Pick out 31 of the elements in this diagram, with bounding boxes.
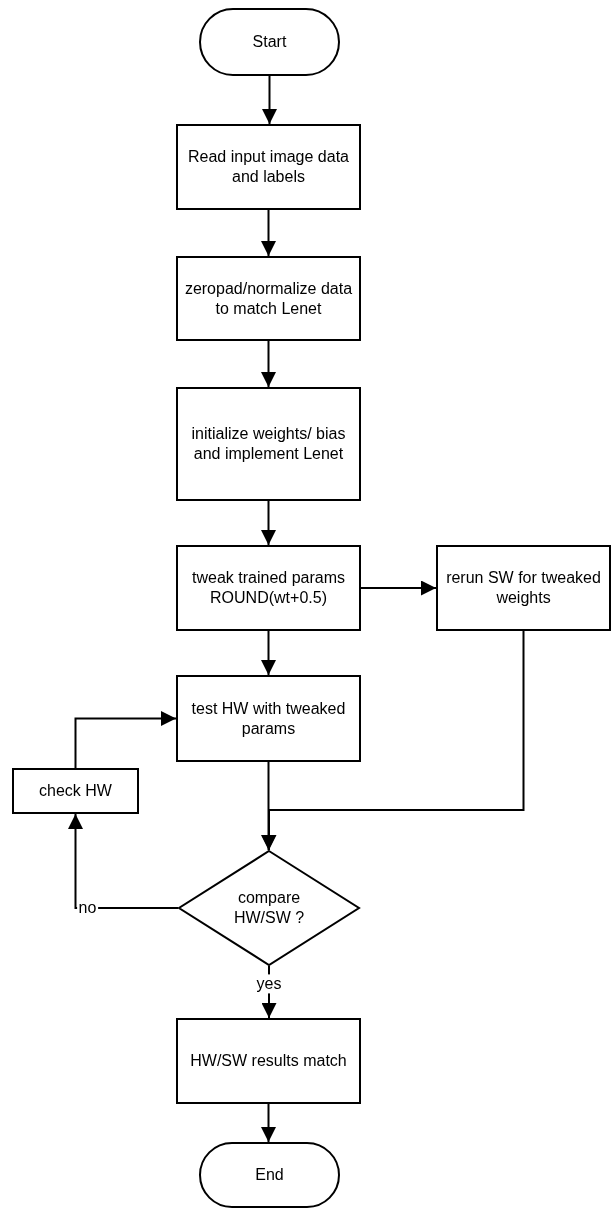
node-text: compare HW/SW ? bbox=[232, 888, 306, 928]
arrow bbox=[74, 711, 177, 769]
node-text: rerun SW for tweaked weights bbox=[445, 568, 602, 608]
process-box bbox=[176, 256, 361, 341]
process-box bbox=[436, 545, 611, 631]
arrow bbox=[261, 340, 276, 388]
node-text: Read input image data and labels bbox=[187, 147, 350, 187]
arrow bbox=[261, 1103, 276, 1143]
arrow bbox=[68, 813, 179, 909]
node-text: HW/SW results match bbox=[189, 1051, 348, 1071]
node-text: tweak trained params ROUND(wt+0.5) bbox=[191, 568, 346, 608]
node-text: Start bbox=[251, 32, 288, 52]
arrow bbox=[261, 630, 525, 851]
process-box bbox=[176, 1018, 361, 1104]
process-box bbox=[176, 387, 361, 501]
process-box bbox=[176, 124, 361, 210]
decision-diamond bbox=[178, 850, 360, 966]
arrow bbox=[261, 209, 276, 257]
node-text: test HW with tweaked params bbox=[190, 698, 347, 739]
node-text: initialize weights/ bias and implement Lenet bbox=[190, 424, 347, 464]
arrow bbox=[262, 75, 277, 125]
process-box bbox=[12, 768, 139, 814]
edge-label: yes bbox=[254, 974, 284, 994]
arrow bbox=[360, 580, 437, 596]
arrow bbox=[261, 500, 276, 546]
process-box bbox=[176, 675, 361, 762]
node-text: zeropad/normalize data to match Lenet bbox=[183, 278, 354, 319]
arrow bbox=[261, 630, 276, 676]
process-box bbox=[176, 545, 361, 631]
node-text: End bbox=[254, 1165, 285, 1185]
node-text: check HW bbox=[38, 781, 113, 801]
